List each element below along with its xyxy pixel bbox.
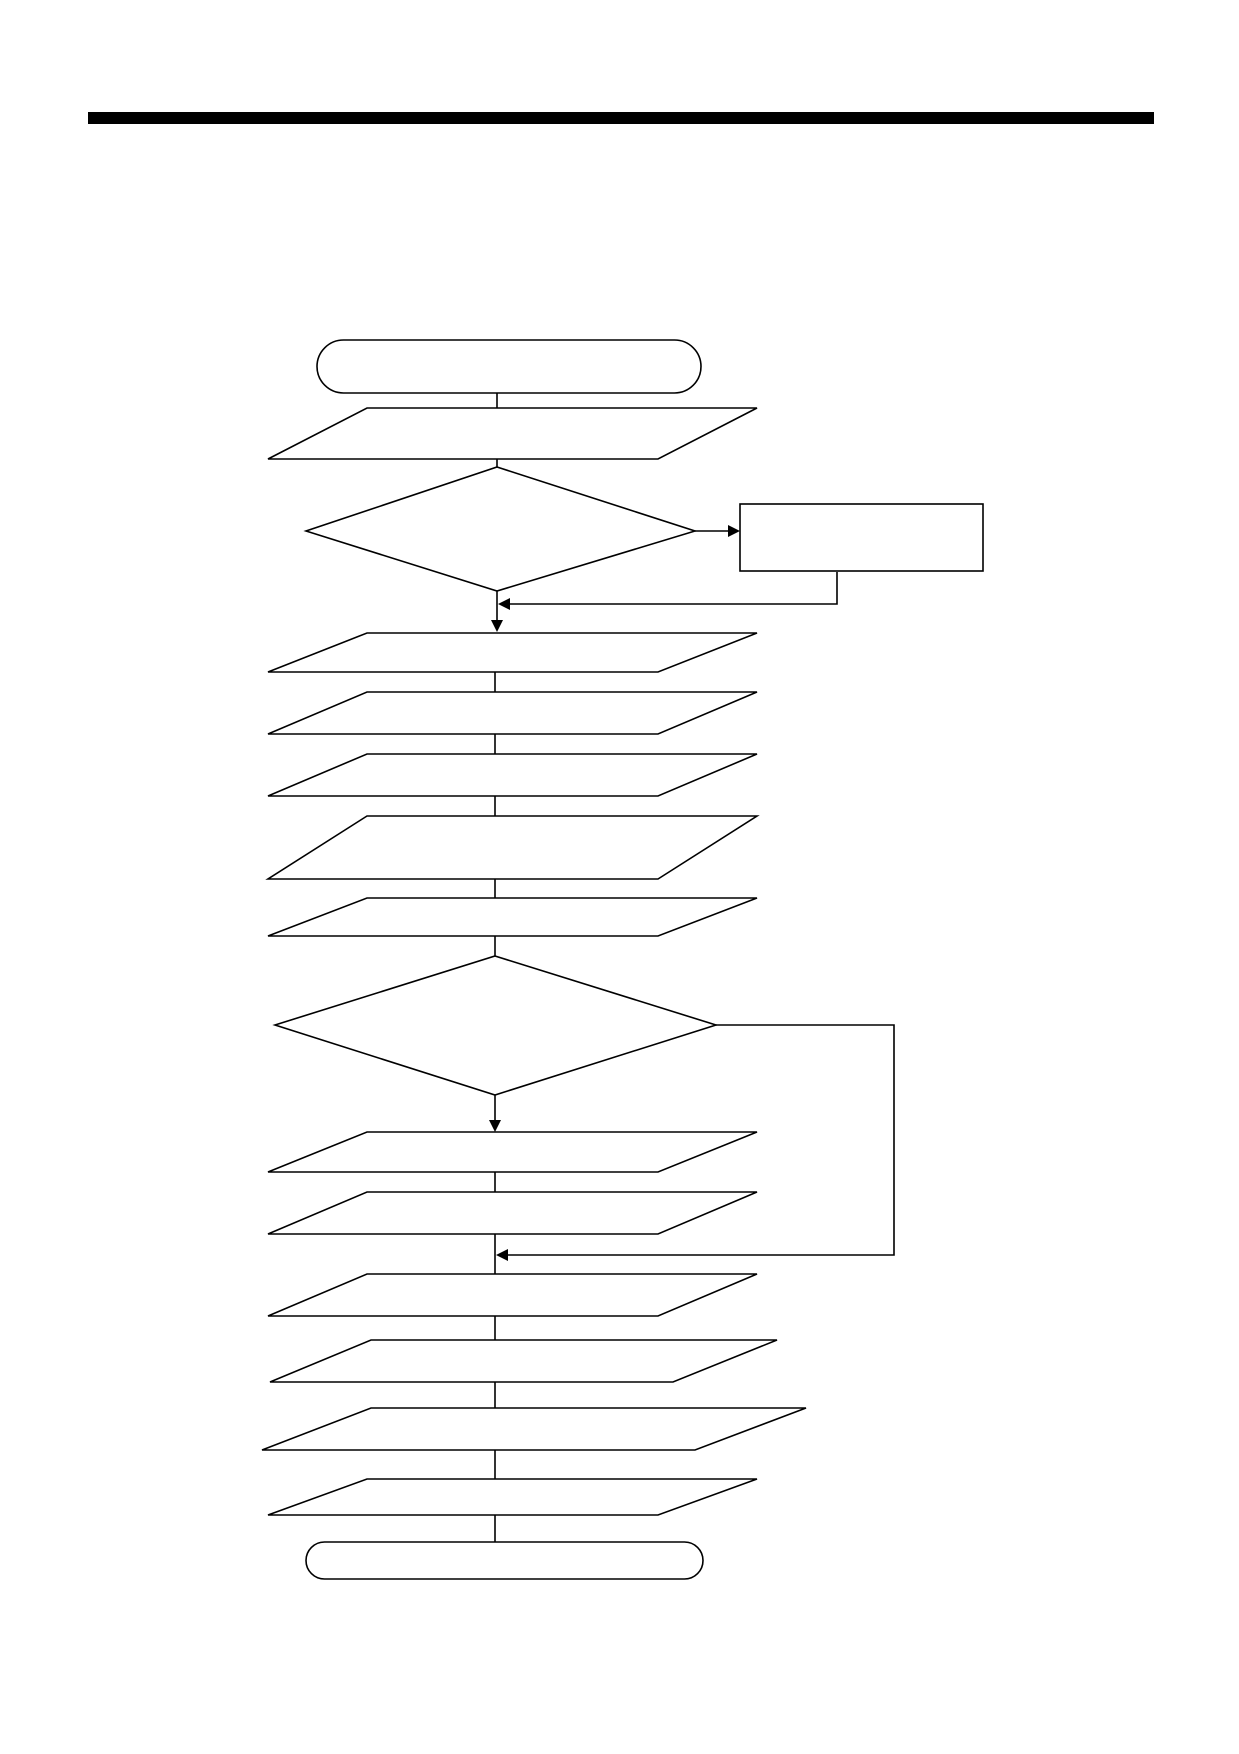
connector <box>508 1024 895 1256</box>
arrow-head-icon <box>491 620 503 632</box>
io-step <box>267 691 758 735</box>
io-step <box>265 815 760 880</box>
connector <box>510 572 838 605</box>
end-terminator <box>305 1541 704 1580</box>
io-step <box>269 1339 778 1383</box>
arrow-head-icon <box>489 1120 501 1132</box>
io-step <box>267 897 758 937</box>
connectors <box>494 393 895 1542</box>
io-step <box>267 1191 758 1235</box>
io-step <box>267 1273 758 1317</box>
process-step <box>739 503 984 572</box>
arrow-head-icon <box>498 598 510 610</box>
io-step <box>267 407 758 460</box>
arrow-head-icon <box>496 1249 508 1261</box>
header-rule <box>88 112 1154 124</box>
io-step <box>267 632 758 673</box>
io-step <box>267 1478 758 1516</box>
arrow-head-icon <box>728 525 740 537</box>
io-step <box>267 753 758 797</box>
io-step <box>261 1407 807 1451</box>
start-terminator <box>316 339 702 394</box>
io-step <box>267 1131 758 1173</box>
arrowheads <box>489 525 740 1261</box>
decision-step <box>272 955 719 1096</box>
decision-step <box>303 466 698 592</box>
